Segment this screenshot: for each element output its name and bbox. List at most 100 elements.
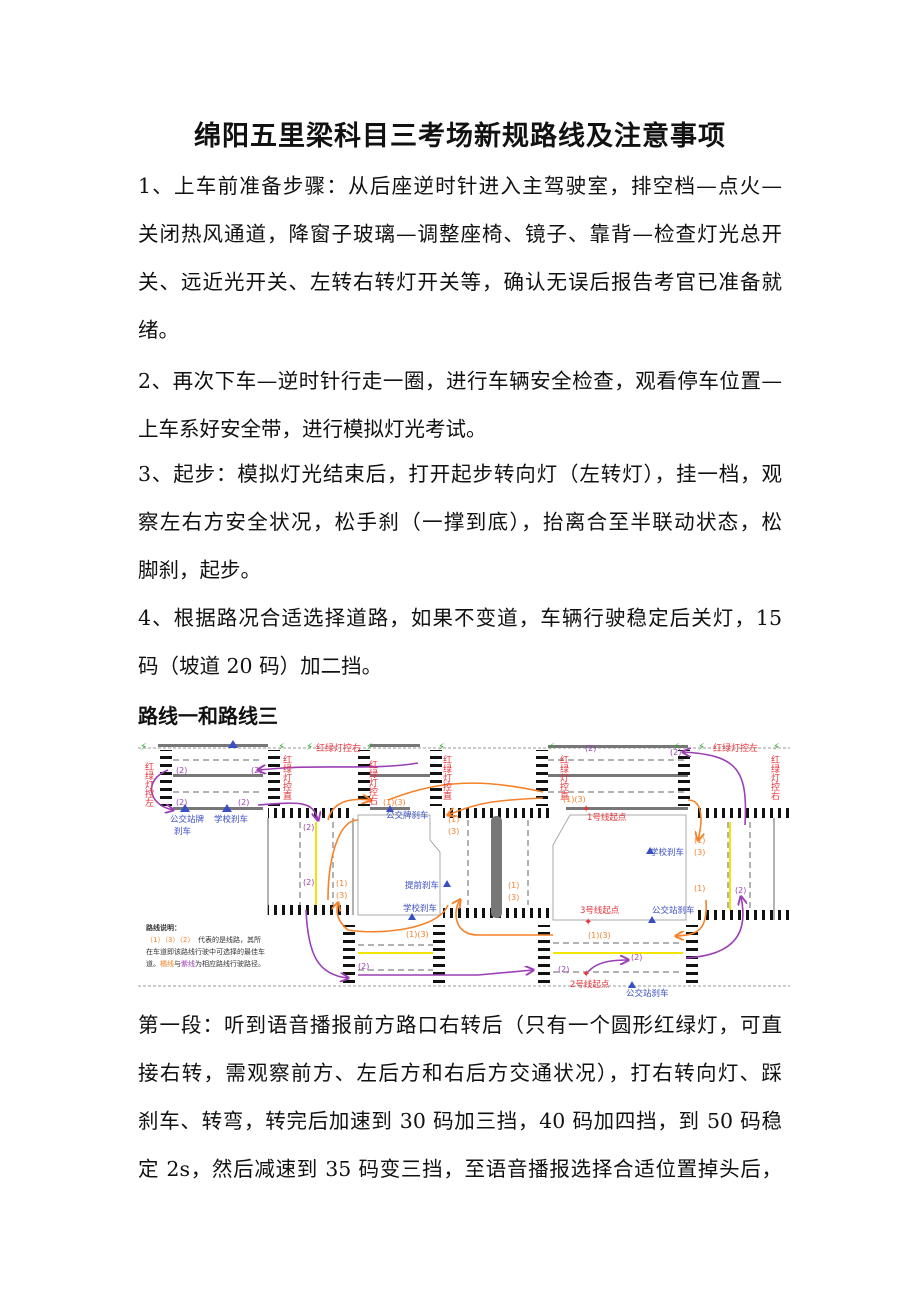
- road-block-bottom-right: [538, 925, 698, 983]
- text-line: 接右转，需观察前方、左后方和右后方交通状况），打右转向灯、踩: [138, 1061, 782, 1085]
- road-block-top-left: [158, 744, 280, 810]
- route-label: (2): [303, 823, 314, 832]
- route-label: (3): [448, 827, 459, 836]
- legend-title: 路线说明：: [146, 923, 181, 932]
- text-line: 码（坡道 20 码）加二挡。: [138, 654, 383, 678]
- signal-label-straight: 红绿灯控直: [558, 754, 569, 800]
- paragraph-section-1: 第一段：听到语音播报前方路口右转后（只有一个圆形红绿灯，可直 接右转，需观察前方…: [138, 1001, 782, 1193]
- signal-label-left: 红绿灯控左: [143, 761, 154, 807]
- purple-route: [358, 970, 533, 976]
- traffic-light-icon: ⚡ ⚡ ⚡ ⚡ ⚡ ⚡ ⚡ ⚡ ⚡: [140, 742, 780, 753]
- route-label: (2): [303, 878, 314, 887]
- paragraph-3: 3、起步：模拟灯光结束后，打开起步转向灯（左转灯），挂一档，观 察左右方安全状况…: [138, 450, 782, 594]
- legend-text: 在车道即该路线行驶中可选择的最佳车: [146, 947, 265, 956]
- start-point-label: 1号线起点: [587, 812, 627, 823]
- route-label: (2): [176, 798, 187, 807]
- route-label: (2): [176, 766, 187, 775]
- orange-route: [387, 782, 544, 801]
- legend-text: 道。橘线与紫线为相应路线行驶路径。: [146, 959, 265, 968]
- route-label: (2): [631, 953, 642, 962]
- text-line: 关、远近光开关、左转右转灯开关等，确认无误后报告考官已准备就: [138, 270, 782, 294]
- route-paths: [150, 752, 747, 978]
- road-vertical-right: [698, 808, 790, 920]
- orange-route: [448, 797, 544, 815]
- signal-label-straight: 红绿灯控直: [281, 754, 292, 800]
- stop-label: 提前刹车: [405, 880, 439, 891]
- route-map-diagram: 红绿灯控左 红绿灯控直 红绿灯控右 红绿灯控右 红绿灯控直 红绿灯控直 红绿灯控…: [138, 740, 790, 998]
- text-line: 4、根据路况合适选择道路，如果不变道，车辆行驶稳定后关灯，15: [138, 606, 782, 630]
- svg-text:⚡: ⚡: [673, 742, 680, 753]
- route-label: (1)(3): [563, 795, 586, 804]
- route-label: (2): [238, 798, 249, 807]
- orange-route: [337, 903, 449, 933]
- stop-label: 公交站刹车: [626, 988, 669, 998]
- route-label: (1)(3): [588, 931, 611, 940]
- start-point-label: 2号线起点: [570, 979, 610, 990]
- text-line: 定 2s，然后减速到 35 码变三挡，至语音播报选择合适位置掉头后，: [138, 1157, 782, 1181]
- stop-label: 公交站刹车: [652, 905, 695, 916]
- stop-label: 公交站牌: [170, 814, 205, 825]
- svg-text:⚡: ⚡: [773, 742, 780, 753]
- route-label: (2): [558, 965, 569, 974]
- orange-route: [687, 799, 701, 840]
- signal-label-right: 红绿灯控右: [316, 742, 361, 754]
- road-block-bottom-middle: [343, 925, 445, 983]
- purple-route: [587, 960, 628, 973]
- route-label: (2): [251, 766, 262, 775]
- text-line: 2、再次下车—逆时针行走一圈，进行车辆安全检查，观看停车位置—: [138, 369, 782, 393]
- stop-label: 学校刹车: [650, 847, 684, 858]
- svg-text:⚡: ⚡: [438, 742, 445, 753]
- road-vertical-left: [267, 808, 354, 915]
- stop-label: 学校刹车: [214, 814, 248, 825]
- orange-route: [327, 799, 370, 821]
- paragraph-1: 1、上车前准备步骤：从后座逆时针进入主驾驶室，排空档—点火— 关闭热风通道，降窗…: [138, 162, 782, 354]
- svg-text:⚡: ⚡: [366, 742, 373, 753]
- legend-text: （1）（3）（2）: [146, 936, 194, 944]
- orange-route: [456, 900, 553, 936]
- signal-label-right: 红绿灯控右: [769, 754, 780, 801]
- text-line: 绪。: [138, 318, 179, 342]
- route-label: (1): [508, 881, 519, 890]
- route-label: (1)(3): [406, 930, 429, 939]
- route-label: (3): [508, 893, 519, 902]
- start-point-label: 3号线起点: [580, 905, 620, 916]
- purple-route: [258, 762, 419, 770]
- page-title: 绵阳五里梁科目三考场新规路线及注意事项: [194, 121, 726, 152]
- purple-route: [305, 909, 348, 978]
- route-label: (3): [336, 891, 347, 900]
- route-legend: 路线说明： （1）（3）（2） 代表的是线路，其所 在车道即该路线行驶中可选择的…: [146, 923, 265, 968]
- paragraph-2: 2、再次下车—逆时针行走一圈，进行车辆安全检查，观看停车位置— 上车系好安全带，…: [138, 357, 782, 453]
- svg-text:⚡: ⚡: [698, 742, 705, 753]
- route-label: (2): [585, 744, 596, 753]
- median-island: [491, 816, 502, 918]
- route-label: (2): [358, 962, 369, 971]
- signal-label-left: 红绿灯控左: [713, 742, 758, 754]
- route-label: (1): [336, 879, 347, 888]
- text-line: 刹车、转弯，转完后加速到 30 码加三挡，40 码加四挡，到 50 码稳: [138, 1109, 782, 1133]
- svg-text:⚡: ⚡: [306, 742, 313, 753]
- purple-route: [150, 769, 173, 810]
- text-line: 3、起步：模拟灯光结束后，打开起步转向灯（左转灯），挂一档，观: [138, 462, 782, 486]
- road-block-top-right: [536, 745, 690, 810]
- svg-text:⚡: ⚡: [278, 742, 285, 753]
- route-label: (2): [735, 886, 746, 895]
- purple-route: [685, 897, 743, 959]
- road-vertical-center: [443, 808, 553, 918]
- section-heading: 路线一和路线三: [138, 704, 278, 728]
- text-line: 1、上车前准备步骤：从后座逆时针进入主驾驶室，排空档—点火—: [138, 174, 782, 198]
- stop-label: 学校刹车: [403, 903, 437, 914]
- svg-text:⚡: ⚡: [548, 742, 555, 753]
- route-label: (1): [694, 836, 705, 845]
- text-line: 关闭热风通道，降窗子玻璃—调整座椅、镜子、靠背—检查灯光总开: [138, 222, 782, 246]
- stop-label: 公交牌刹车: [386, 810, 429, 821]
- svg-text:⚡: ⚡: [140, 742, 147, 753]
- block-right-square: [552, 814, 687, 921]
- purple-route: [683, 752, 747, 826]
- orange-route: [327, 819, 359, 901]
- start-point-marker-icon: ✦: [582, 969, 590, 980]
- orange-route: [676, 899, 707, 936]
- legend-text: 代表的是线路，其所: [198, 935, 261, 944]
- paragraph-4: 4、根据路况合适选择道路，如果不变道，车辆行驶稳定后关灯，15 码（坡道 20 …: [138, 594, 782, 690]
- stop-label: 刹车: [174, 826, 191, 837]
- route-label: (1)(3): [383, 798, 406, 807]
